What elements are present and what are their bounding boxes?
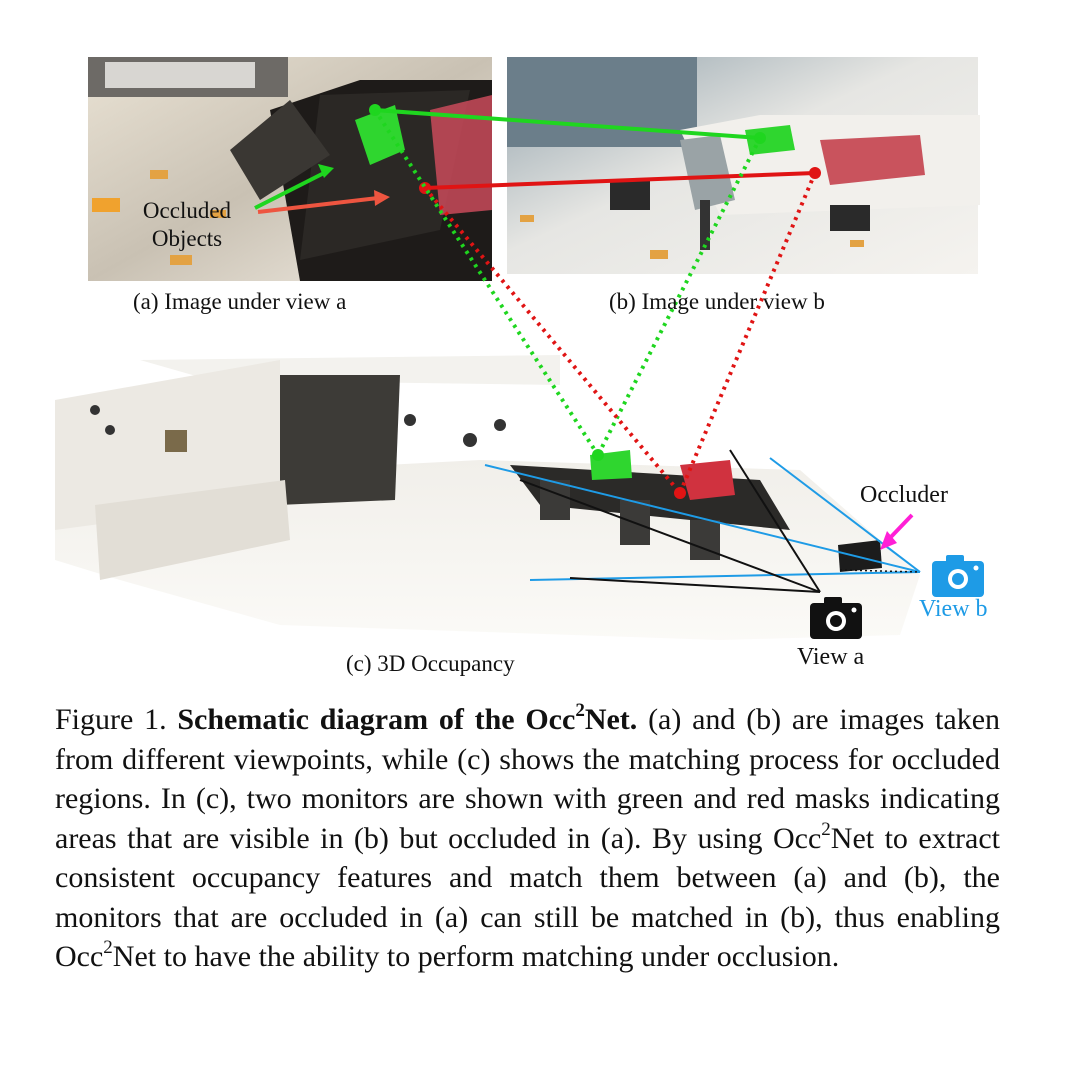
occluded-arrows	[254, 164, 390, 214]
occluder-label: Occluder	[860, 482, 948, 508]
occluder-arrowhead	[880, 531, 897, 550]
subcaption-a: (a) Image under view a	[133, 289, 347, 314]
subcaption-c: (c) 3D Occupancy	[346, 651, 515, 676]
occluded-objects-label: Occluded Objects	[142, 198, 232, 251]
camera-icon	[932, 555, 984, 597]
view-b-image	[507, 57, 980, 274]
camera-frustums	[484, 449, 921, 593]
match-lines	[369, 104, 821, 499]
caption-prefix: Figure 1.	[55, 703, 167, 736]
occupancy-3d-scene	[55, 355, 920, 640]
view-a-label: View a	[797, 644, 865, 670]
camera-icon	[810, 597, 862, 639]
occluder-arrow	[886, 513, 914, 542]
caption-title: Schematic diagram of the Occ2Net.	[177, 700, 638, 736]
view-a-image	[88, 57, 492, 281]
caption-body: (a) and (b) are images taken from differ…	[55, 703, 1001, 973]
subcaption-b: (b) Image under view b	[609, 289, 825, 314]
figure-illustration	[55, 57, 984, 640]
view-b-label: View b	[919, 596, 988, 622]
caption-paragraph: Figure 1. Schematic diagram of the Occ2N…	[55, 700, 1000, 977]
figure-caption: Figure 1. Schematic diagram of the Occ2N…	[55, 700, 1000, 977]
